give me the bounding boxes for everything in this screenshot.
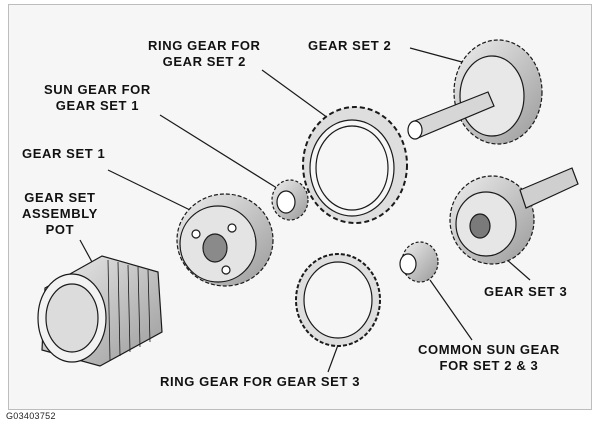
label-ring-gear-set3: RING GEAR FOR GEAR SET 3 (160, 374, 361, 389)
leader-ring-gear-set3 (327, 344, 339, 373)
label-assembly-pot: GEAR SET ASSEMBLY POT (22, 190, 98, 237)
leader-ring-gear-set2 (261, 69, 329, 119)
assembly-pot (37, 255, 163, 367)
label-ring-gear-set2: RING GEAR FOR GEAR SET 2 (148, 38, 261, 69)
label-sun-gear-set1: SUN GEAR FOR GEAR SET 1 (44, 82, 151, 113)
leader-common-sun-gear (429, 279, 473, 341)
gear-set1 (176, 193, 274, 287)
leader-lines (79, 47, 531, 373)
gear-set3 (449, 167, 579, 265)
label-gear-set2: GEAR SET 2 (308, 38, 392, 53)
leader-gear-set2 (409, 47, 463, 63)
leader-assembly-pot (79, 239, 93, 263)
leader-gear-set3 (504, 257, 531, 281)
leader-sun-gear-set1 (159, 114, 281, 191)
figure-code: G03403752 (6, 411, 56, 421)
common-sun-gear (399, 241, 439, 283)
ring-gear-set2 (302, 106, 408, 224)
label-common-sun-gear: COMMON SUN GEAR FOR SET 2 & 3 (418, 342, 560, 373)
ring-gear-set3 (295, 253, 381, 347)
label-gear-set1: GEAR SET 1 (22, 146, 106, 161)
sun-gear-set1 (271, 179, 309, 221)
leader-gear-set1 (107, 169, 191, 211)
label-gear-set3: GEAR SET 3 (484, 284, 568, 299)
gear-set2 (407, 39, 543, 145)
